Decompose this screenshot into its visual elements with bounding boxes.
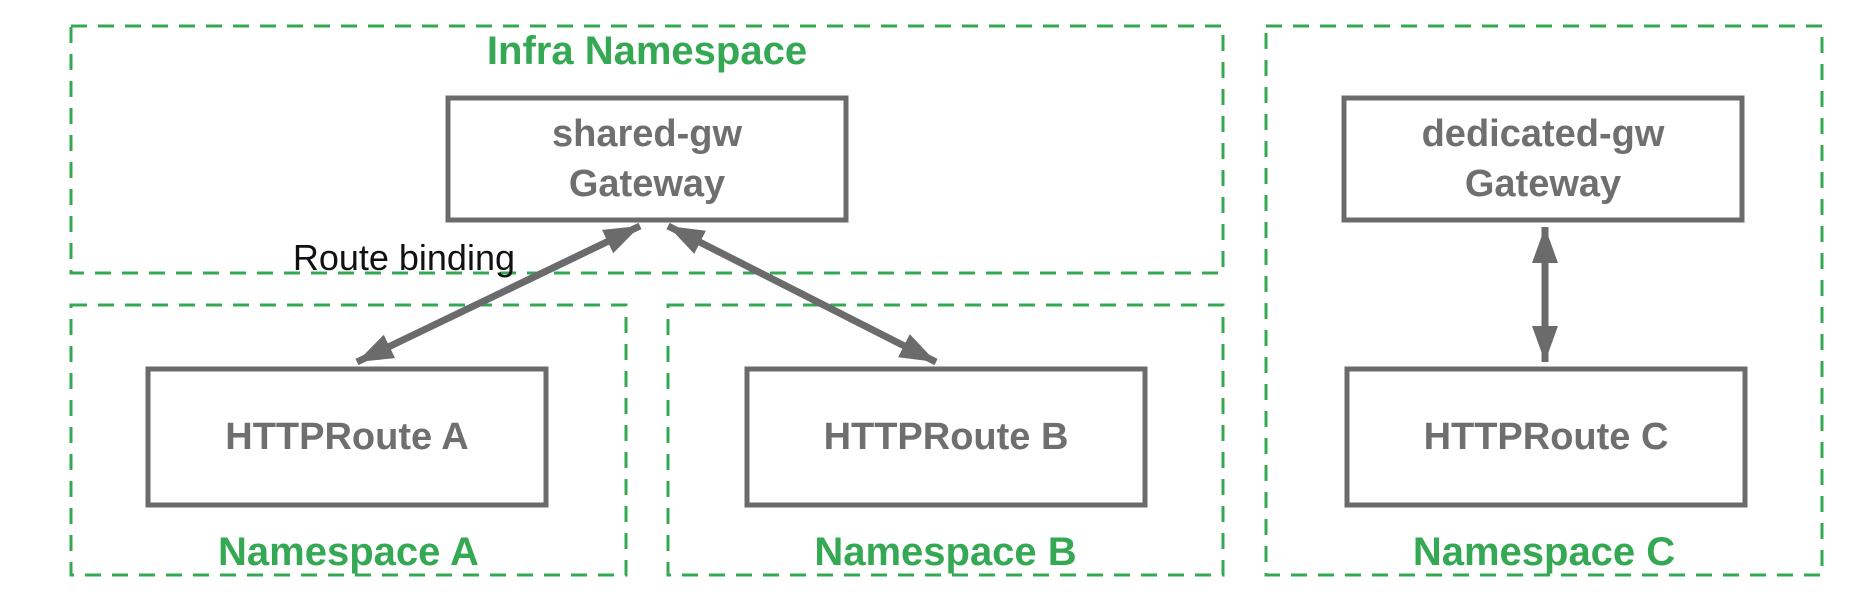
route-binding-arrow-b [666, 222, 938, 366]
infra-namespace-title: Infra Namespace [486, 28, 808, 73]
namespace-b-boundary [666, 303, 1225, 577]
infra-namespace-boundary [69, 24, 1225, 275]
httproute-a-node [145, 366, 549, 508]
route-binding-annotation: Route binding [292, 237, 515, 278]
shared-gw-kind: Gateway [568, 163, 726, 205]
dedicated-gw-kind: Gateway [1464, 163, 1622, 205]
namespace-c-title: Namespace C [1412, 529, 1676, 574]
httproute-a-label: HTTPRoute A [225, 415, 469, 458]
shared-gw-gateway-label: shared-gw Gateway [448, 98, 846, 220]
shared-gw-gateway-node [445, 95, 849, 223]
namespace-b-title: Namespace B [814, 529, 1077, 574]
httproute-c-label: HTTPRoute C [1423, 415, 1669, 458]
httproute-b-label: HTTPRoute B [823, 415, 1069, 458]
namespace-a-boundary [69, 303, 628, 577]
namespace-a-title: Namespace A [218, 529, 479, 574]
httproute-c-node [1344, 366, 1748, 508]
dedicated-gw-gateway-node [1341, 95, 1745, 223]
route-binding-arrow-a [355, 222, 642, 366]
shared-gw-name: shared-gw [551, 113, 743, 155]
dedicated-gw-gateway-label: dedicated-gw Gateway [1344, 98, 1742, 220]
dedicated-gw-name: dedicated-gw [1421, 113, 1665, 155]
namespace-c-boundary [1264, 24, 1824, 577]
httproute-b-node [744, 366, 1148, 508]
